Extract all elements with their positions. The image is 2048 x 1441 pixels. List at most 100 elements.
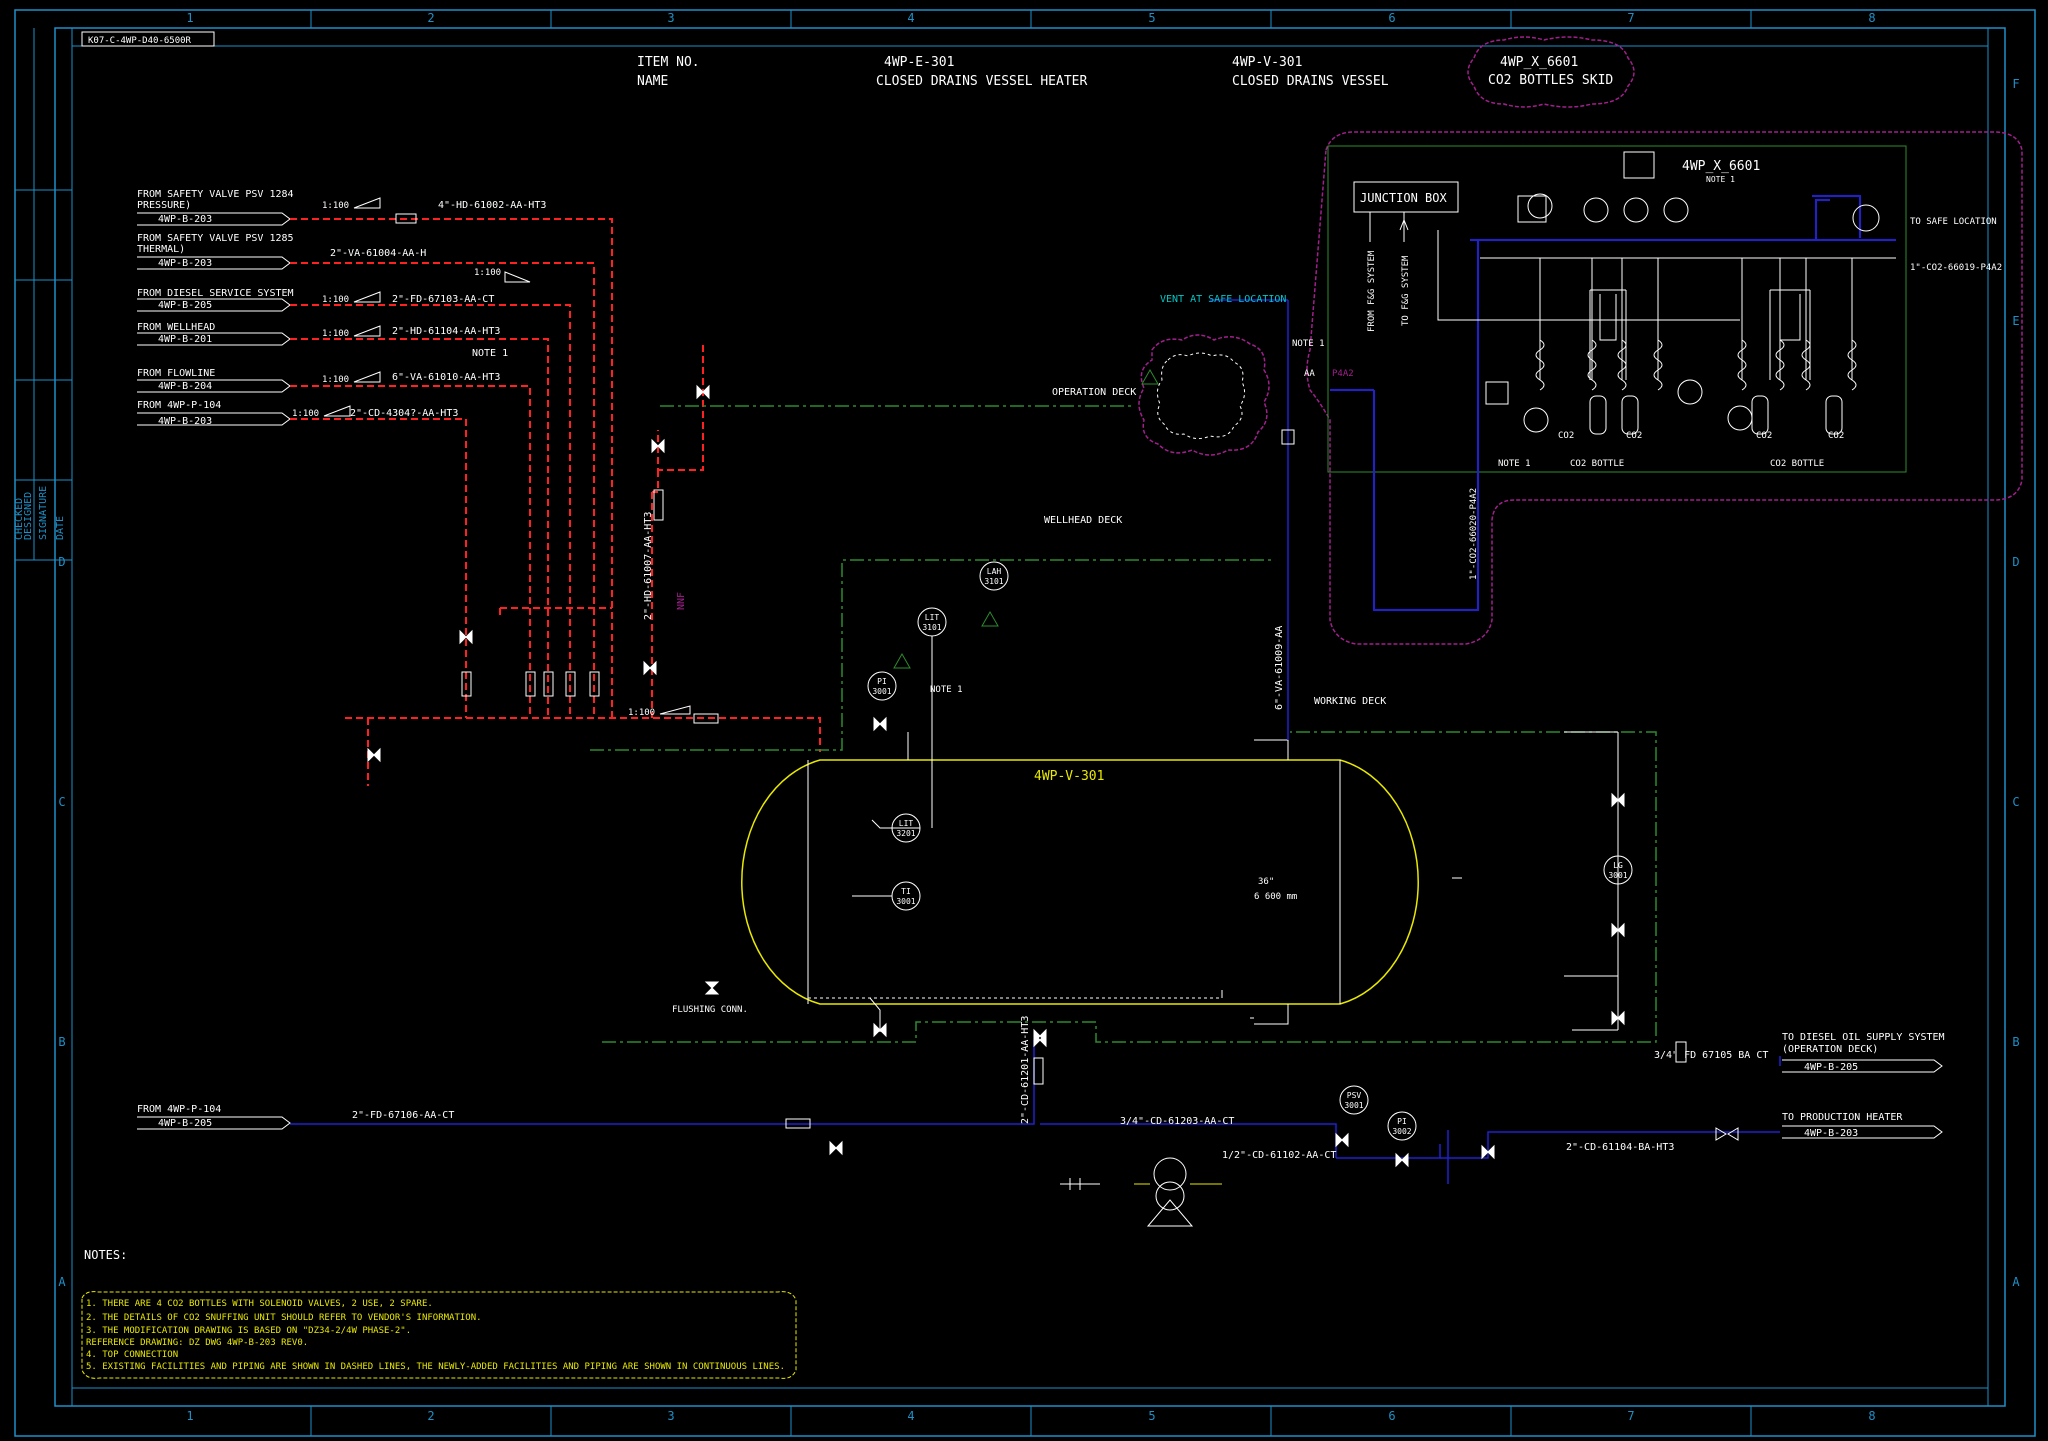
note-item: 1. THERE ARE 4 CO2 BOTTLES WITH SOLENOID… — [86, 1299, 433, 1309]
vessel-valves — [705, 717, 1625, 1043]
col-label: 7 — [1627, 11, 1634, 25]
inlet-source: FROM WELLHEAD — [137, 322, 215, 333]
rev-label: SIGNATURE — [38, 486, 49, 540]
skid-title-cloud — [1467, 36, 1635, 108]
inlet-source: FROM 4WP-P-104 — [137, 400, 221, 411]
col-label: 2 — [427, 1409, 434, 1423]
slope: 1:100 — [628, 708, 655, 718]
row-label: C — [2012, 795, 2019, 809]
title-name-label: NAME — [637, 74, 668, 89]
vent-flame-arrestor — [1281, 429, 1295, 445]
co2-out-pipe: 1"-CO2-66019-P4A2 — [1910, 263, 2002, 273]
vessel-label: 4WP-V-301 — [1034, 769, 1104, 784]
col-label: 6 — [1388, 1409, 1395, 1423]
pump-discharge-pipe: 1/2"-CD-61102-AA-CT — [1222, 1150, 1336, 1161]
co2-skid-boundary — [1327, 145, 1907, 473]
co2-text: CO2 — [1828, 431, 1844, 441]
instr-num: 3001 — [1608, 871, 1627, 880]
slope: 1:100 — [322, 329, 349, 339]
inlet-tag: 4WP-B-201 — [158, 334, 212, 345]
notes-block: NOTES: 1. THERE ARE 4 CO2 BOTTLES WITH S… — [81, 1248, 797, 1379]
slope: 1:100 — [292, 409, 319, 419]
vent-cloud — [1138, 334, 1270, 456]
col-label: 3 — [667, 1409, 674, 1423]
title-block: ITEM NO. NAME 4WP-E-301 CLOSED DRAINS VE… — [637, 55, 1613, 89]
slope: 1:100 — [322, 375, 349, 385]
inlet-source: FROM SAFETY VALVE PSV 1285 — [137, 233, 294, 244]
to-safe-label: TO SAFE LOCATION — [1910, 217, 1997, 227]
slope: 1:100 — [474, 268, 501, 278]
instr-num: 3002 — [1392, 1127, 1411, 1136]
instr-num: 3001 — [896, 897, 915, 906]
note-item: 5. EXISTING FACILITIES AND PIPING ARE SH… — [86, 1362, 785, 1372]
pipe-label: 2"-VA-61004-AA-H — [330, 248, 426, 259]
instr-tag: LAH — [987, 567, 1002, 576]
co2-branches — [1437, 230, 1896, 380]
pipe-label-vertical: 2"-HD-61007-AA-HT3 — [643, 512, 654, 620]
pi-bubble — [867, 671, 897, 701]
inlet-tag: 4WP-B-203 — [158, 258, 212, 269]
from-fg: FROM F&G SYSTEM — [1367, 250, 1377, 332]
bottom-inlet-source: FROM 4WP-P-104 — [137, 1104, 221, 1115]
note-item: REFERENCE DRAWING: DZ DWG 4WP-B-203 REV0… — [86, 1338, 308, 1348]
row-label: B — [2012, 1035, 2019, 1049]
aa-label: AA — [1304, 369, 1315, 379]
row-label: E — [2012, 314, 2019, 328]
flushing-label: FLUSHING CONN. — [672, 1005, 748, 1015]
inlet-source-2: PRESSURE) — [137, 200, 191, 211]
col-label: 3 — [667, 11, 674, 25]
column-markers: 1 2 3 4 5 6 7 8 1 2 3 4 5 6 7 8 D C B A … — [58, 11, 2020, 1423]
triangle-markers — [893, 368, 1159, 669]
pi2-bubble — [1387, 1111, 1417, 1141]
vessel-name: CLOSED DRAINS VESSEL — [1232, 74, 1389, 89]
co2-bottle-label: CO2 BOTTLE — [1570, 459, 1624, 469]
pipe-label: 4"-HD-61002-AA-HT3 — [438, 200, 546, 211]
co2-pipe-vertical: 1"-CO2-66020-P4A2 — [1469, 488, 1479, 580]
lah-bubble — [979, 561, 1009, 591]
closed-drains-vessel: 4WP-V-301 36" 6 600 mm — [741, 759, 1419, 1005]
drawing-frame — [14, 9, 2036, 1437]
pipe-line-labels: 4"-HD-61002-AA-HT3 2"-VA-61004-AA-H 2"-F… — [330, 200, 654, 620]
note1-label: NOTE 1 — [1498, 459, 1531, 469]
co2-bottle-label: CO2 BOTTLE — [1770, 459, 1824, 469]
bottom-valves — [829, 1033, 1739, 1167]
co2-text: CO2 — [1558, 431, 1574, 441]
row-label: A — [58, 1275, 66, 1289]
slope: 1:100 — [322, 201, 349, 211]
instr-tag: LIT — [899, 819, 914, 828]
row-label: B — [58, 1035, 65, 1049]
co2-header — [1330, 195, 1896, 611]
diesel-out-pipe: 3/4" FD 67105 BA CT — [1654, 1050, 1768, 1061]
skid-note: NOTE 1 — [1706, 175, 1735, 184]
row-label: C — [58, 795, 65, 809]
nnf-vertical: NNF — [676, 592, 687, 610]
outlet-diesel-2: (OPERATION DECK) — [1782, 1044, 1878, 1055]
co2-bottles — [1589, 395, 1843, 435]
drawing-code-box: K07-C-4WP-D40-6500R — [81, 31, 215, 47]
pump-suction-pipe: 3/4"-CD-61203-AA-CT — [1120, 1116, 1234, 1127]
deck-lines — [590, 405, 1657, 1043]
instr-num: 3001 — [872, 687, 891, 696]
junction-box-label: JUNCTION BOX — [1360, 191, 1447, 205]
inlet-tag: 4WP-B-204 — [158, 381, 212, 392]
inlet-tag: 4WP-B-203 — [158, 416, 212, 427]
col-label: 2 — [427, 11, 434, 25]
bottom-drain-pipe: 2"-CD-61201-AA-HT3 — [1020, 1016, 1031, 1124]
slope-markers: 1:100 1:100 1:100 1:100 1:100 1:100 1:10… — [292, 197, 691, 718]
skid-title: 4WP_X_6601 NOTE 1 — [1623, 151, 1760, 184]
rev-label: DESIGNED — [23, 492, 34, 540]
pump — [1060, 1157, 1222, 1227]
co2-flexible-hoses — [1535, 339, 1857, 391]
note-item: 4. TOP CONNECTION — [86, 1350, 178, 1360]
inlet-source-2: THERMAL) — [137, 244, 185, 255]
vessel-length: 6 600 mm — [1254, 892, 1297, 902]
wellhead-deck-label: WELLHEAD DECK — [1044, 515, 1122, 526]
note-item: 3. THE MODIFICATION DRAWING IS BASED ON … — [86, 1326, 411, 1336]
instr-tag: TI — [901, 887, 911, 896]
bottom-inlet: FROM 4WP-P-104 4WP-B-205 2"-FD-67106-AA-… — [137, 1016, 1768, 1161]
co2-text: CO2 — [1626, 431, 1642, 441]
vent-inner — [1156, 352, 1246, 440]
title-item-label: ITEM NO. — [637, 55, 700, 70]
pipe-label: 2"-HD-61104-AA-HT3 — [392, 326, 500, 337]
vent-pipe — [1210, 299, 1289, 740]
